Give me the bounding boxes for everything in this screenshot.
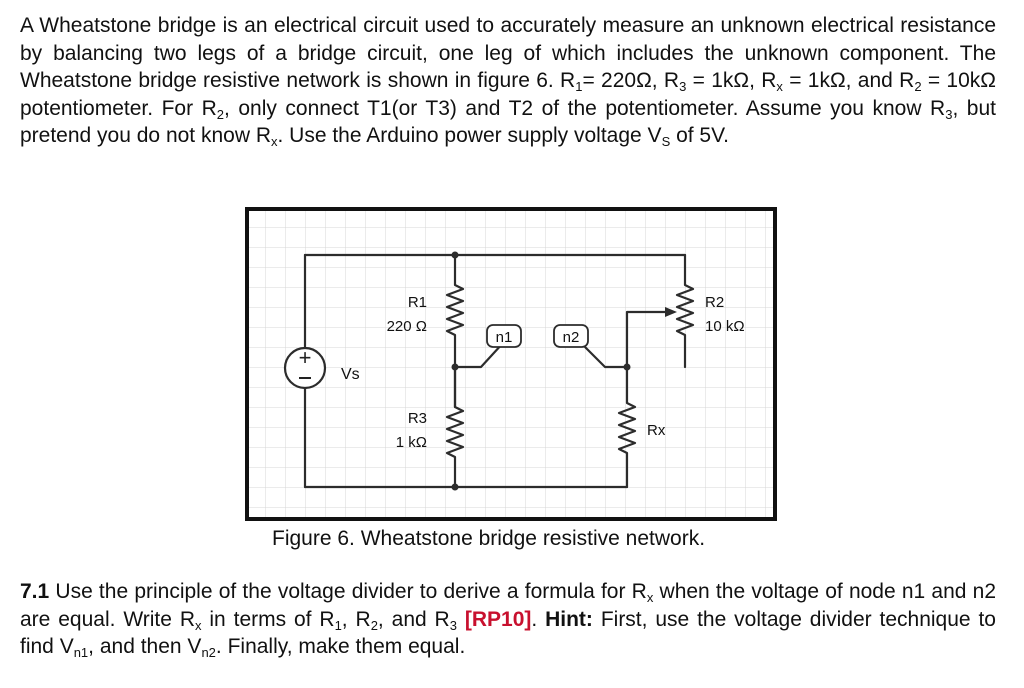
r3-value-label: 1 kΩ bbox=[396, 434, 427, 451]
figure-caption: Figure 6. Wheatstone bridge resistive ne… bbox=[272, 527, 706, 550]
r1-name-label: R1 bbox=[408, 294, 427, 311]
n2-wire bbox=[579, 341, 629, 369]
problem-statement: A Wheatstone bridge is an electrical cir… bbox=[20, 14, 996, 149]
n1-label: n1 bbox=[496, 329, 513, 346]
circuit-diagram: + Vs n1 n2 R1 220 Ω R3 1 kΩ R2 10 kΩ Rx bbox=[245, 207, 777, 521]
junction-dot bbox=[623, 363, 631, 371]
n1-wire bbox=[453, 341, 505, 369]
wiper-wire bbox=[625, 310, 667, 369]
wheatstone-bridge-figure: + Vs n1 n2 R1 220 Ω R3 1 kΩ R2 10 kΩ Rx bbox=[245, 207, 777, 521]
n1-node-box bbox=[486, 324, 522, 348]
question-7-1: 7.1 Use the principle of the voltage div… bbox=[20, 580, 996, 660]
n2-label: n2 bbox=[563, 329, 580, 346]
r2-value-label: 10 kΩ bbox=[705, 318, 745, 335]
question-number: 7.1 bbox=[20, 580, 50, 603]
wiper-arrow-icon bbox=[665, 307, 677, 317]
voltage-source-icon bbox=[283, 346, 327, 390]
r3-name-label: R3 bbox=[408, 410, 427, 427]
plus-sign: + bbox=[299, 345, 312, 370]
hint-label: Hint: bbox=[545, 607, 593, 631]
rx-name-label: Rx bbox=[647, 422, 666, 439]
r2-name-label: R2 bbox=[705, 294, 724, 311]
r2-potentiometer bbox=[675, 253, 695, 369]
junction-dot bbox=[451, 483, 459, 491]
r1-value-label: 220 Ω bbox=[387, 318, 427, 335]
r1-resistor bbox=[445, 253, 465, 409]
rp-tag: [RP10] bbox=[464, 607, 532, 631]
n2-node-box bbox=[553, 324, 589, 348]
rx-resistor bbox=[617, 365, 637, 489]
vs-label: Vs bbox=[341, 366, 360, 383]
r3-resistor bbox=[445, 365, 465, 489]
junction-dot bbox=[451, 363, 459, 371]
figure-border bbox=[245, 207, 777, 521]
junction-dot bbox=[451, 251, 459, 259]
